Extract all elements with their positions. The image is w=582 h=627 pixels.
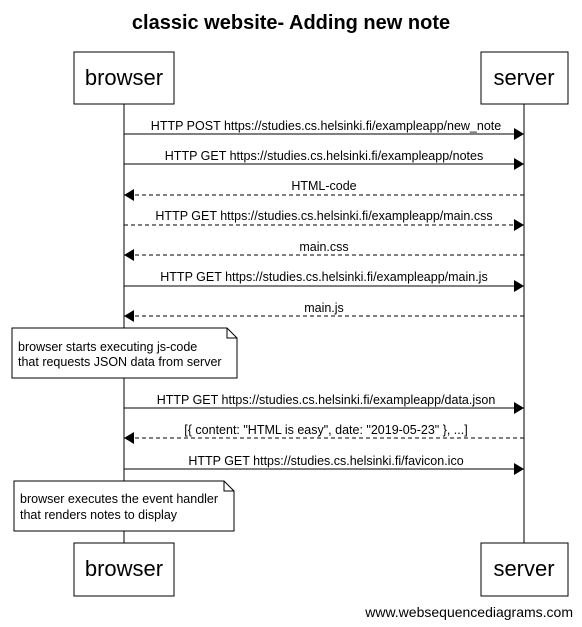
message-5: main.css — [124, 240, 524, 261]
server-participant-label: server — [493, 556, 554, 581]
server-participant-bottom: server — [480, 542, 569, 597]
note-text-line: that requests JSON data from server — [18, 355, 222, 369]
note-2: browser executes the event handler that … — [13, 480, 235, 532]
message-label: HTTP GET https://studies.cs.helsinki.fi/… — [155, 209, 492, 223]
browser-participant-bottom: browser — [73, 542, 175, 597]
message-8: HTTP GET https://studies.cs.helsinki.fi/… — [124, 393, 524, 414]
browser-participant-top: browser — [73, 51, 175, 105]
message-10: HTTP GET https://studies.cs.helsinki.fi/… — [124, 454, 524, 475]
message-label: HTTP POST https://studies.cs.helsinki.fi… — [151, 119, 501, 133]
server-participant-label: server — [493, 65, 554, 90]
note-text-line: browser executes the event handler — [20, 492, 218, 506]
message-label: [{ content: "HTML is easy", date: "2019-… — [184, 423, 467, 437]
message-3: HTML-code — [124, 179, 524, 201]
footer-credit: www.websequencediagrams.com — [364, 604, 573, 620]
diagram-title: classic website- Adding new note — [132, 12, 450, 34]
message-label: HTTP GET https://studies.cs.helsinki.fi/… — [157, 393, 496, 407]
server-participant-top: server — [480, 51, 569, 105]
message-2: HTTP GET https://studies.cs.helsinki.fi/… — [124, 149, 524, 170]
message-label: HTTP GET https://studies.cs.helsinki.fi/… — [188, 454, 463, 468]
message-label: main.js — [304, 301, 344, 315]
message-6: HTTP GET https://studies.cs.helsinki.fi/… — [124, 270, 524, 292]
note-text-line: browser starts executing js-code — [18, 340, 197, 354]
note-text-line: that renders notes to display — [20, 508, 178, 522]
message-4: HTTP GET https://studies.cs.helsinki.fi/… — [124, 209, 524, 231]
message-label: HTML-code — [291, 179, 356, 193]
message-label: main.css — [299, 240, 348, 254]
message-label: HTTP GET https://studies.cs.helsinki.fi/… — [165, 149, 483, 163]
message-label: HTTP GET https://studies.cs.helsinki.fi/… — [160, 270, 487, 284]
browser-participant-label: browser — [85, 65, 163, 90]
message-1: HTTP POST https://studies.cs.helsinki.fi… — [124, 119, 524, 140]
note-1: browser starts executing js-code that re… — [11, 327, 238, 379]
message-7: main.js — [124, 301, 524, 322]
browser-participant-label: browser — [85, 556, 163, 581]
message-9: [{ content: "HTML is easy", date: "2019-… — [124, 423, 524, 444]
